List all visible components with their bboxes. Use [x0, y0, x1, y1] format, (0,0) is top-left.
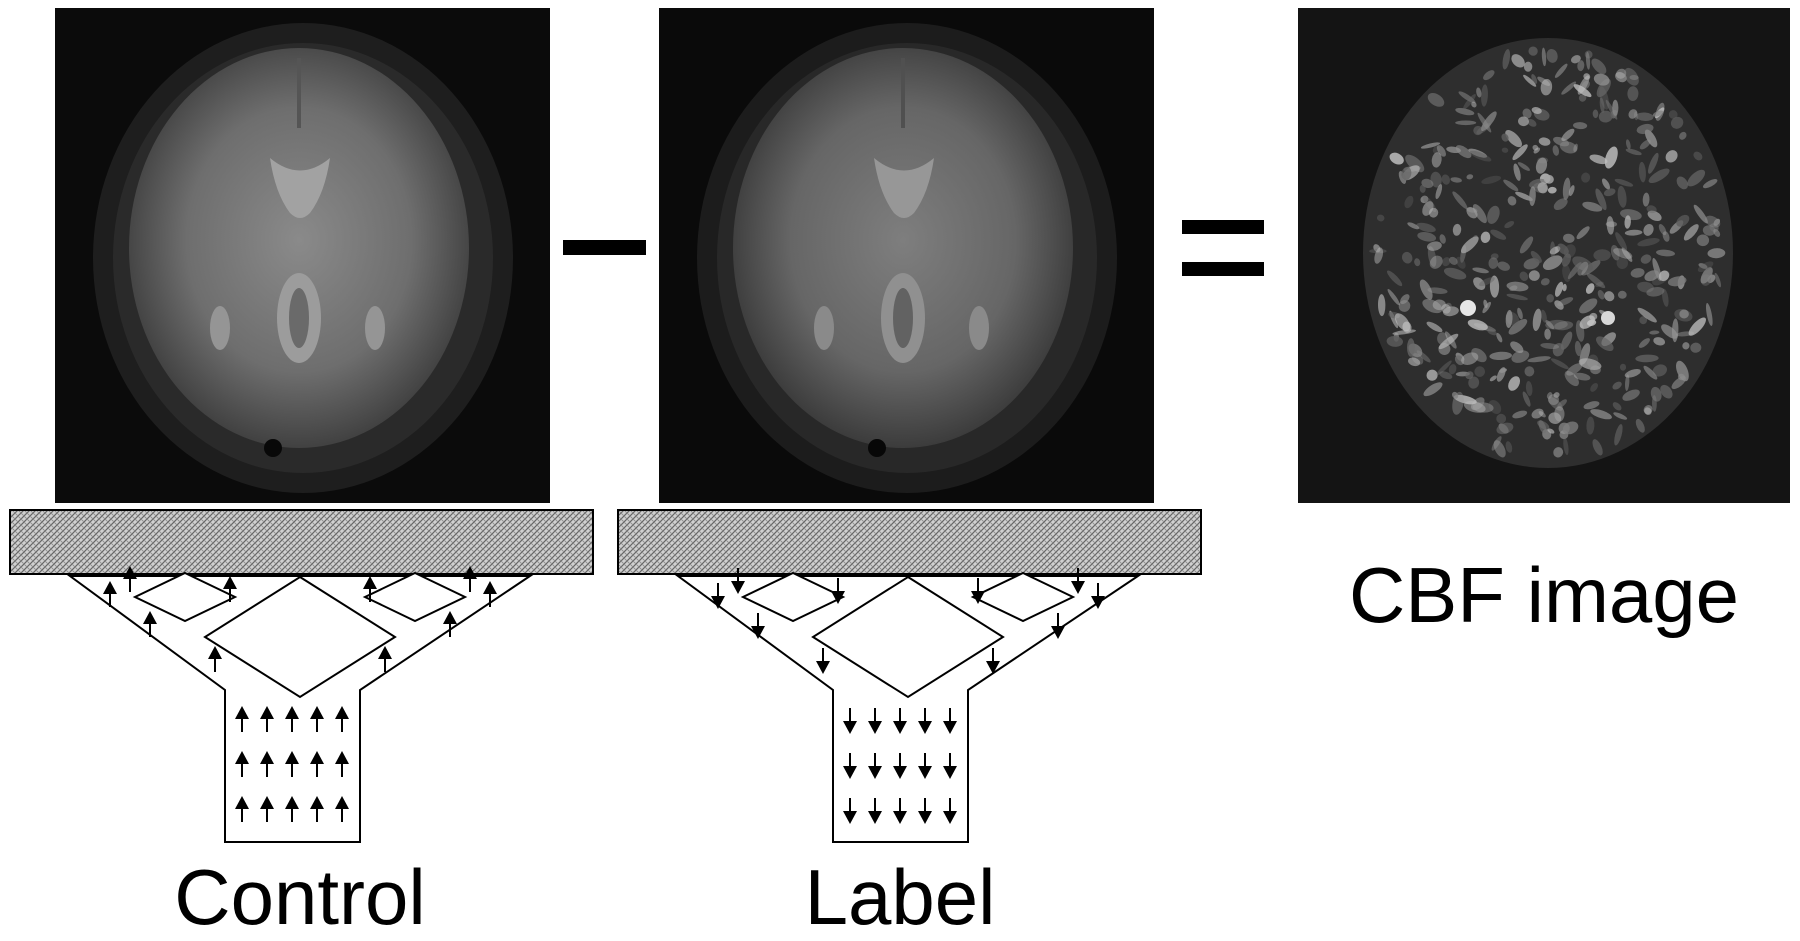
label-plate [617, 509, 1202, 575]
equals-operator-bottom [1182, 262, 1264, 276]
control-mri-image [55, 8, 550, 503]
control-caption: Control [174, 853, 426, 941]
control-brain-tissue [129, 48, 469, 448]
label-labeling-diagram [617, 509, 1202, 843]
cbf-perfusion-texture [1369, 46, 1726, 458]
label-mri-image [659, 8, 1154, 503]
label-brain-tissue [733, 48, 1073, 448]
control-plate [9, 509, 594, 575]
cbf-image [1298, 8, 1790, 503]
label-caption: Label [804, 853, 996, 941]
control-brain-svg [55, 8, 550, 503]
cbf-caption: CBF image [1348, 551, 1740, 639]
label-brain-svg [659, 8, 1154, 503]
equals-operator-top [1182, 220, 1264, 234]
cbf-brain-svg [1298, 8, 1790, 503]
control-labeling-diagram [9, 509, 594, 843]
minus-operator [563, 240, 646, 255]
